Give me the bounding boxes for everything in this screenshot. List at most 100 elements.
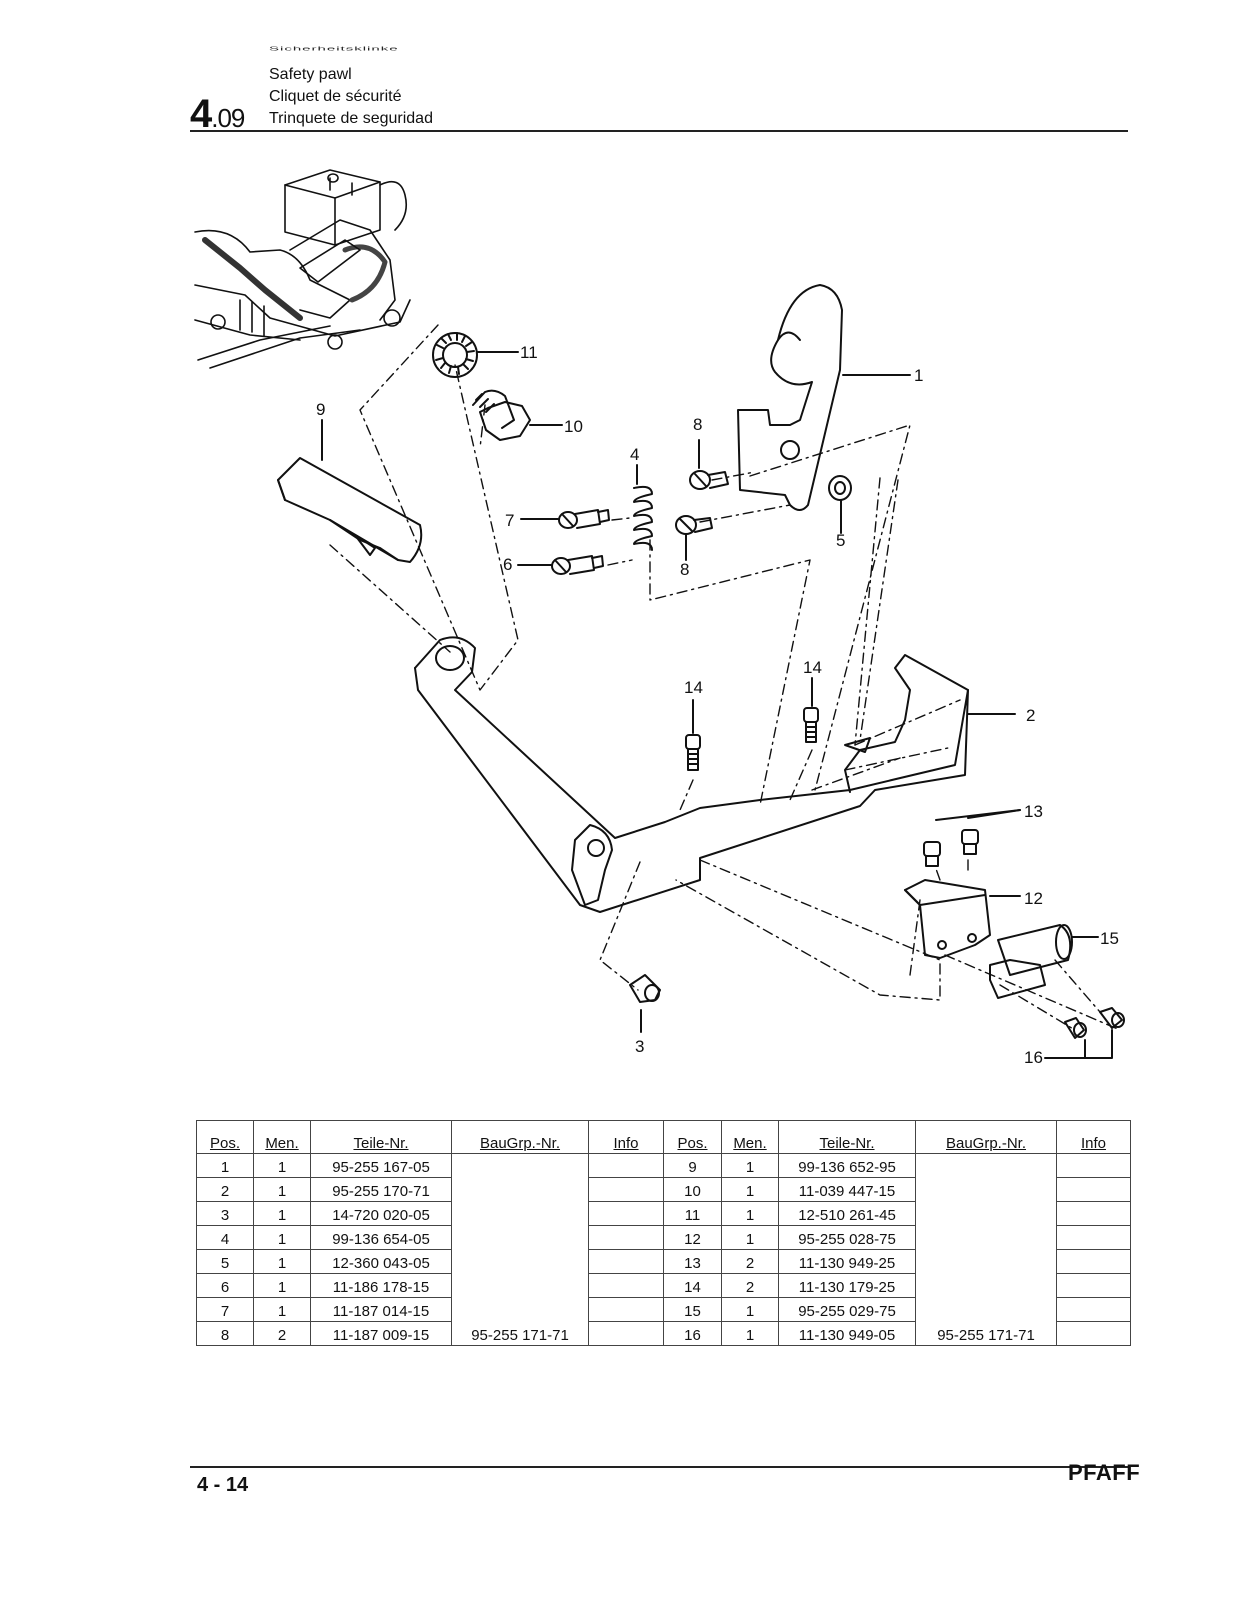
callout-7: 7 (505, 511, 514, 530)
info-cell (1056, 1201, 1131, 1226)
pos-cell: 4 (196, 1225, 254, 1250)
table-row: 3 1 14-720 020-05 11 1 12-510 261-45 (196, 1201, 1131, 1226)
table-row: 5 1 12-360 043-05 13 2 11-130 949-25 (196, 1249, 1131, 1274)
callout-13: 13 (1024, 802, 1043, 821)
teile-nr-cell: 95-255 170-71 (310, 1177, 452, 1202)
pos-cell: 10 (663, 1177, 722, 1202)
teile-nr-cell: 11-130 949-05 (778, 1321, 916, 1346)
teile-nr-cell: 99-136 652-95 (778, 1153, 916, 1178)
part-12-bracket (904, 879, 1021, 959)
callout-12: 12 (1024, 889, 1043, 908)
callout-11: 11 (520, 343, 538, 362)
header-men: Men. (721, 1120, 779, 1154)
part-4-spring (633, 464, 653, 551)
callout-15: 15 (1100, 929, 1119, 948)
teile-nr-cell: 11-187 009-15 (310, 1321, 452, 1346)
section-number: 4.09 (190, 92, 245, 136)
men-cell: 1 (253, 1297, 311, 1322)
part-7-pin (520, 509, 610, 529)
pos-cell: 9 (663, 1153, 722, 1178)
table-header-row: Pos. Men. Teile-Nr. BauGrp.-Nr. Info Pos… (196, 1120, 1131, 1154)
men-cell: 1 (721, 1177, 779, 1202)
part-10-hex-bolt (472, 389, 563, 441)
teile-nr-cell: 12-360 043-05 (310, 1249, 452, 1274)
part-2-lever-frame (414, 636, 1016, 913)
header-baugrp-nr: BauGrp.-Nr. (451, 1120, 589, 1154)
pos-cell: 13 (663, 1249, 722, 1274)
part-6-pin (517, 555, 604, 575)
info-cell (588, 1177, 664, 1202)
part-14-screws (685, 677, 819, 771)
men-cell: 1 (253, 1225, 311, 1250)
part-9-handle (277, 419, 423, 563)
exploded-view-drawing: 1 2 3 4 5 6 7 8 8 9 10 11 12 13 14 14 15… (194, 169, 1125, 1067)
pos-cell: 1 (196, 1153, 254, 1178)
part-1-pawl-plate (737, 284, 911, 511)
teile-nr-cell: 11-130 179-25 (778, 1273, 916, 1298)
header-teile-nr: Teile-Nr. (310, 1120, 452, 1154)
title-english: Safety pawl (269, 66, 352, 83)
pos-cell: 15 (663, 1297, 722, 1322)
callout-8: 8 (680, 560, 689, 579)
header-info: Info (1056, 1120, 1131, 1154)
brand-logo: PFAFF (1068, 1460, 1141, 1485)
men-cell: 1 (721, 1201, 779, 1226)
teile-nr-cell: 95-255 167-05 (310, 1153, 452, 1178)
pos-cell: 11 (663, 1201, 722, 1226)
callout-labels: 1 2 3 4 5 6 7 8 8 9 10 11 12 13 14 14 15… (316, 343, 1119, 1067)
parts-table: Pos. Men. Teile-Nr. BauGrp.-Nr. Info Pos… (196, 1120, 1131, 1346)
men-cell: 1 (253, 1273, 311, 1298)
callout-5: 5 (836, 531, 845, 550)
info-cell (588, 1225, 664, 1250)
info-cell (1056, 1249, 1131, 1274)
footer-rule (190, 1466, 1128, 1468)
pos-cell: 16 (663, 1321, 722, 1346)
pos-cell: 12 (663, 1225, 722, 1250)
callout-16: 16 (1024, 1048, 1043, 1067)
callout-14: 14 (803, 658, 822, 677)
callout-6: 6 (503, 555, 512, 574)
info-cell (1056, 1321, 1131, 1346)
table-row: 8 2 11-187 009-15 16 1 11-130 949-05 (196, 1321, 1131, 1346)
info-cell (588, 1249, 664, 1274)
table-row: 7 1 11-187 014-15 15 1 95-255 029-75 (196, 1297, 1131, 1322)
teile-nr-cell: 11-186 178-15 (310, 1273, 452, 1298)
men-cell: 1 (721, 1297, 779, 1322)
part-16-screws (1044, 1007, 1125, 1059)
men-cell: 2 (721, 1273, 779, 1298)
men-cell: 1 (721, 1153, 779, 1178)
callout-14: 14 (684, 678, 703, 697)
callout-8: 8 (693, 415, 702, 434)
info-cell (588, 1273, 664, 1298)
title-french: Cliquet de sécurité (269, 88, 402, 105)
machine-overview-sketch (194, 169, 411, 369)
pos-cell: 6 (196, 1273, 254, 1298)
pos-cell: 5 (196, 1249, 254, 1274)
info-cell (588, 1153, 664, 1178)
callout-9: 9 (316, 400, 325, 419)
baugrp-cell: 95-255 171-71 (915, 1153, 1057, 1346)
title-spanish: Trinquete de seguridad (269, 110, 433, 127)
header-pos: Pos. (663, 1120, 722, 1154)
men-cell: 2 (721, 1249, 779, 1274)
men-cell: 1 (253, 1153, 311, 1178)
part-8-screws (675, 439, 729, 561)
pos-cell: 8 (196, 1321, 254, 1346)
part-15-sleeve (989, 924, 1099, 999)
title-german: Sicherheitsklinke (269, 46, 399, 52)
men-cell: 1 (253, 1201, 311, 1226)
men-cell: 1 (253, 1177, 311, 1202)
callout-2: 2 (1026, 706, 1035, 725)
baugrp-cell: 95-255 171-71 (451, 1153, 589, 1346)
info-cell (588, 1297, 664, 1322)
header-pos: Pos. (196, 1120, 254, 1154)
callout-1: 1 (914, 366, 923, 385)
callout-4: 4 (630, 445, 639, 464)
info-cell (1056, 1153, 1131, 1178)
table-row: 1 1 95-255 167-05 95-255 171-71 9 1 99-1… (196, 1153, 1131, 1346)
info-cell (588, 1201, 664, 1226)
callout-3: 3 (635, 1037, 644, 1056)
header-info: Info (588, 1120, 664, 1154)
callout-10: 10 (564, 417, 583, 436)
pos-cell: 7 (196, 1297, 254, 1322)
